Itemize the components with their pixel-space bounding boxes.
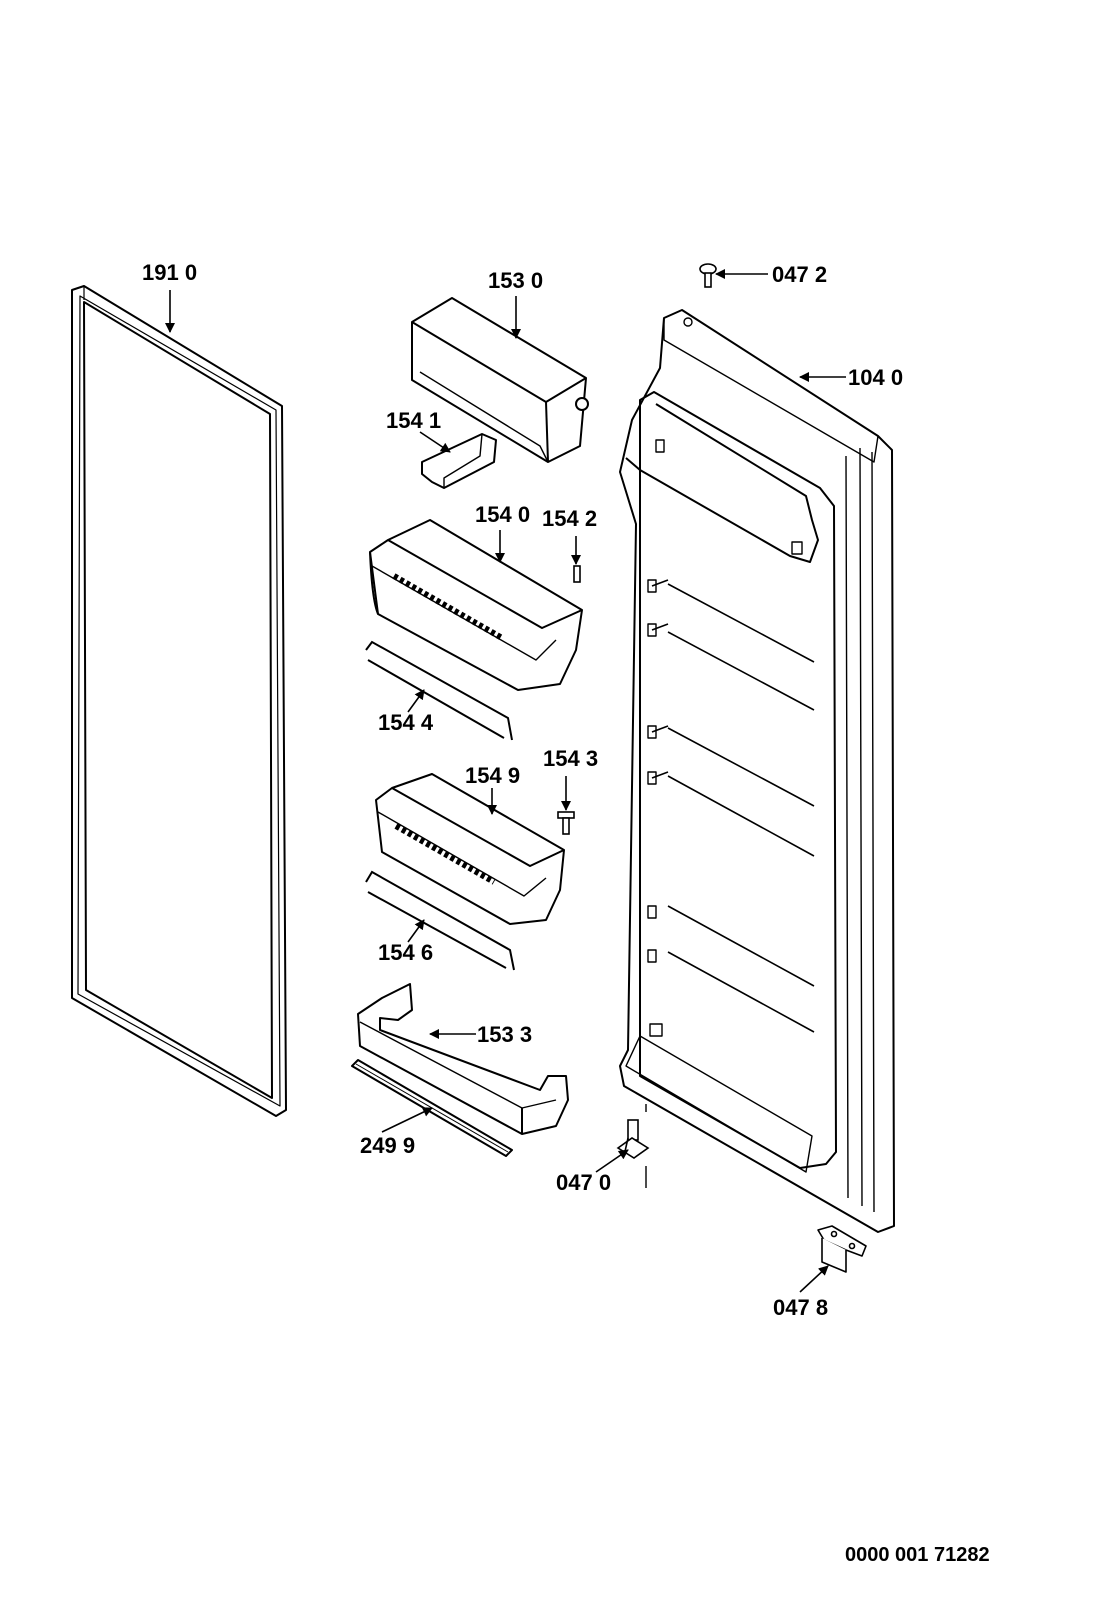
leader-tick-3	[651, 725, 669, 733]
label-door-panel: 104 0	[848, 365, 904, 390]
leader-2499	[381, 1107, 433, 1133]
top-shelf-cover	[411, 297, 589, 463]
leader-1546	[407, 919, 425, 943]
label-upper-tray: 154 0	[475, 502, 531, 527]
label-bottom-shelf: 153 3	[477, 1022, 533, 1047]
label-lower-tray: 154 9	[465, 763, 521, 788]
label-screw-upper: 154 2	[542, 506, 598, 531]
label-hinge-pin-top: 047 2	[772, 262, 828, 287]
leader-1544	[407, 689, 425, 713]
leader-0478	[799, 1265, 829, 1293]
lower-wire-rail	[365, 870, 515, 971]
screw-upper	[573, 565, 581, 583]
label-clip: 154 1	[386, 408, 442, 433]
leader-tick-4	[651, 771, 669, 779]
bottom-hinge-pin	[616, 1119, 650, 1159]
drawing-number: 0000 001 71282	[845, 1544, 990, 1566]
top-hinge-pin	[699, 263, 717, 288]
label-strip: 249 9	[360, 1133, 416, 1158]
door-gasket	[71, 285, 287, 1117]
label-gasket: 191 0	[142, 260, 198, 285]
label-upper-wire: 154 4	[378, 710, 434, 735]
clip	[421, 433, 497, 489]
screw-lower	[557, 811, 575, 835]
leader-1541	[419, 431, 451, 453]
upper-door-tray	[369, 519, 583, 691]
leader-lines	[165, 269, 846, 1293]
label-hinge-bracket: 047 8	[773, 1295, 829, 1320]
door-inner-panel	[619, 309, 895, 1233]
hinge-bracket	[817, 1225, 867, 1273]
label-screw-lower: 154 3	[543, 746, 599, 771]
leader-0470	[595, 1149, 629, 1173]
label-lower-wire: 154 6	[378, 940, 434, 965]
leader-tick-2	[651, 623, 669, 631]
upper-wire-rail	[365, 640, 513, 741]
label-bottom-hinge-pin: 047 0	[556, 1170, 612, 1195]
lower-door-tray	[375, 773, 565, 925]
label-door-shelf-top: 153 0	[488, 268, 544, 293]
leader-1040-tick	[651, 579, 669, 587]
bottom-shelf	[357, 983, 569, 1135]
